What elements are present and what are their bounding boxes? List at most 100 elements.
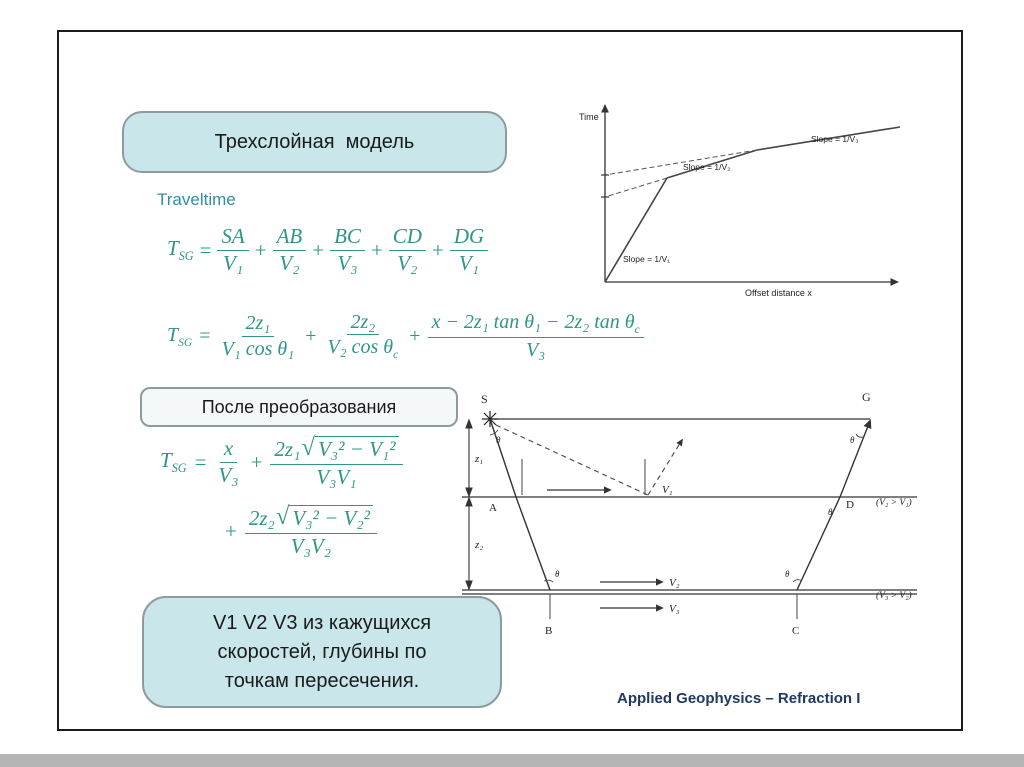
velocity-arrows bbox=[547, 486, 664, 612]
denominator: V₁ cos θ₁ bbox=[221, 337, 295, 360]
numerator: 2z₁√V₃² − V₁² bbox=[270, 434, 403, 466]
graph-x-label: Offset distance x bbox=[745, 288, 812, 298]
radicand: V₃² − V₂² bbox=[289, 504, 373, 532]
intercept-dashed-lines bbox=[604, 149, 758, 198]
note-line: точкам пересечения. bbox=[224, 669, 420, 692]
numerator: 2z₁ bbox=[241, 311, 275, 337]
theta-label-d: θ bbox=[828, 507, 833, 517]
graph-axes bbox=[601, 104, 899, 286]
numerator: 2z₂ bbox=[346, 310, 380, 336]
numerator-text: x − 2z₁ tan θ₁ − 2z₂ tan θ bbox=[431, 311, 635, 333]
numerator: SA bbox=[217, 224, 249, 251]
plus-sign: + bbox=[225, 518, 237, 543]
after-transform-box: После преобразования bbox=[140, 387, 458, 427]
numerator: x − 2z₁ tan θ₁ − 2z₂ tan θc bbox=[427, 310, 644, 339]
numerator: AB bbox=[272, 224, 307, 251]
subscript: SG bbox=[171, 461, 187, 476]
v3-gt-v2-label: (V₃ > V₂) bbox=[876, 590, 912, 601]
fraction-term: 2z₂√V₃² − V₂² V₃V₂ bbox=[244, 503, 377, 560]
title-text: Трехслойная модель bbox=[214, 130, 415, 153]
plus-sign: + bbox=[305, 324, 317, 347]
formula-lhs: TSG bbox=[167, 324, 192, 349]
angle-arcs bbox=[489, 429, 864, 583]
lhs-symbol: T bbox=[167, 236, 179, 261]
traveltime-graph: Time Offset distance x Slope = 1/V₁ Slop… bbox=[579, 104, 901, 298]
after-transform-text: После преобразования bbox=[201, 396, 397, 417]
formula-row-2: + 2z₂√V₃² − V₂² V₃V₂ bbox=[224, 503, 377, 560]
radicand: V₃² − V₁² bbox=[314, 436, 399, 463]
numerator: DG bbox=[449, 224, 489, 251]
subscript: c bbox=[393, 348, 399, 362]
equals-sign: = bbox=[199, 237, 212, 262]
radical-icon: √ bbox=[275, 502, 290, 530]
numerator: x bbox=[219, 436, 238, 463]
plus-sign: + bbox=[370, 237, 383, 262]
denominator: V₁ bbox=[458, 250, 480, 275]
depth-measure-arrows bbox=[465, 418, 473, 591]
lhs-symbol: T bbox=[160, 448, 172, 473]
v2-label: V₂ bbox=[669, 577, 680, 589]
axis-tick-marks bbox=[601, 174, 609, 198]
note-box: V1 V2 V3 из кажущихся скоростей, глубины… bbox=[142, 596, 502, 708]
layer-interfaces bbox=[462, 418, 917, 595]
raypath-diagram: S G A B C D z₁ z₂ V₁ V₂ V₃ (V₂ > V₁) (V₃… bbox=[462, 390, 917, 637]
graph-y-label: Time bbox=[579, 112, 599, 122]
traveltime-label: Traveltime bbox=[157, 190, 236, 209]
plus-sign: + bbox=[431, 237, 444, 262]
footer-title: Applied Geophysics – Refraction I bbox=[617, 690, 861, 707]
note-line: скоростей, глубины по bbox=[217, 640, 427, 663]
wavefront-ticks bbox=[521, 459, 798, 619]
traveltime-curves bbox=[604, 126, 901, 283]
note-line: V1 V2 V3 из кажущихся bbox=[212, 611, 432, 634]
point-a-label: A bbox=[489, 502, 497, 514]
theta-label-c: θ bbox=[785, 569, 790, 579]
plus-sign: + bbox=[409, 324, 421, 347]
square-root: √V₃² − V₁² bbox=[301, 434, 399, 464]
title-box: Трехслойная модель bbox=[122, 111, 507, 173]
plus-sign: + bbox=[254, 237, 267, 262]
equals-sign: = bbox=[194, 449, 207, 474]
source-label: S bbox=[481, 392, 488, 406]
v1-label: V₁ bbox=[662, 484, 673, 496]
square-root: √V₃² − V₂² bbox=[276, 503, 373, 533]
numerator: 2z₂√V₃² − V₂² bbox=[244, 503, 377, 535]
slope-v1-label: Slope = 1/V₁ bbox=[623, 254, 670, 264]
fraction-term: 2z₁√V₃² − V₁² V₃V₁ bbox=[270, 434, 403, 491]
plus-sign: + bbox=[250, 449, 263, 474]
formula-lhs: TSG bbox=[167, 236, 194, 264]
subscript: SG bbox=[178, 249, 194, 264]
equals-sign: = bbox=[199, 324, 211, 347]
denominator: V₂ cos θc bbox=[323, 335, 402, 362]
z1-label: z₁ bbox=[474, 453, 483, 465]
denominator: V₂ bbox=[279, 250, 300, 275]
coefficient: 2z₂ bbox=[248, 505, 275, 530]
denominator: V₃ bbox=[337, 250, 358, 275]
plus-sign: + bbox=[312, 237, 325, 262]
bottom-bar bbox=[0, 754, 1024, 767]
denominator: V₁ bbox=[223, 250, 244, 275]
point-d-label: D bbox=[846, 499, 854, 511]
dashed-ray bbox=[495, 424, 683, 496]
v3-label: V₃ bbox=[669, 603, 680, 615]
z2-label: z₂ bbox=[474, 539, 483, 551]
slope-v2-label: Slope = 1/V₂ bbox=[683, 162, 731, 172]
subscript: c bbox=[634, 323, 640, 336]
ray-paths bbox=[489, 418, 872, 591]
denominator: V₃V₂ bbox=[290, 534, 332, 559]
denominator: V₃ bbox=[218, 462, 239, 487]
point-c-label: C bbox=[792, 625, 799, 637]
